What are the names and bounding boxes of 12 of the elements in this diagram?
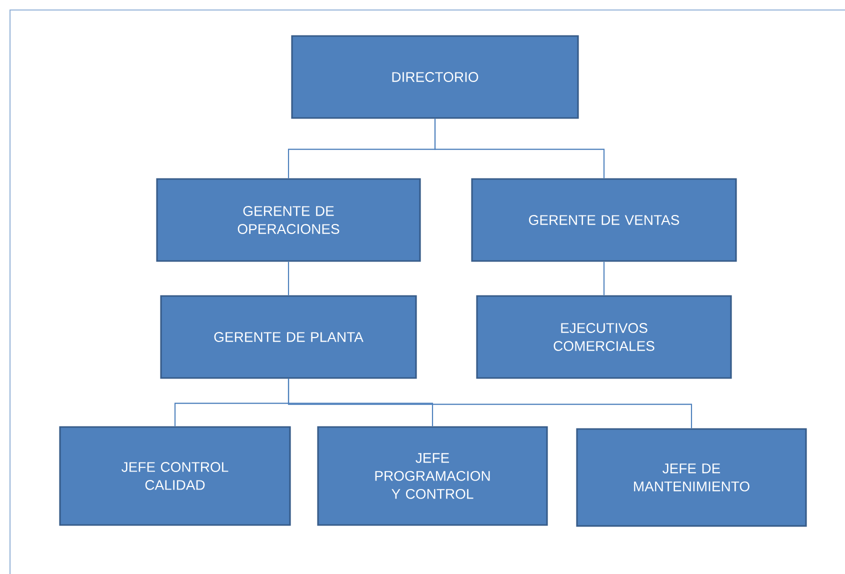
connector-line (434, 118, 605, 178)
org-box: JEFE DE MANTENIMIENTO (576, 428, 807, 527)
org-box: GERENTE DE VENTAS (471, 178, 737, 262)
connector-line (603, 262, 605, 296)
org-box: JEFE PROGRAMACION Y CONTROL (317, 426, 548, 526)
org-box: EJECUTIVOS COMERCIALES (476, 295, 732, 379)
connector-line (288, 378, 692, 428)
connector-line (288, 262, 290, 296)
org-box: GERENTE DE OPERACIONES (156, 178, 421, 262)
org-box: DIRECTORIO (291, 35, 579, 119)
org-box: GERENTE DE PLANTA (160, 295, 417, 379)
org-box: JEFE CONTROL CALIDAD (59, 426, 291, 526)
